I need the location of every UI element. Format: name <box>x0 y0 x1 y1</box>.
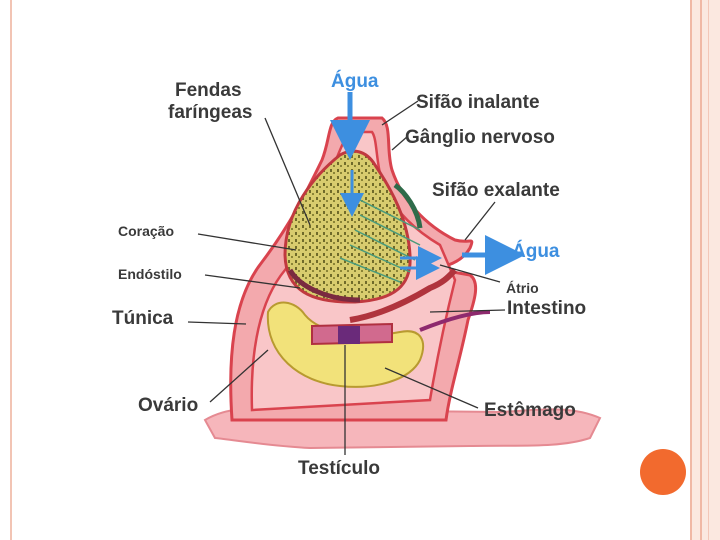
internal-water-arrows <box>340 170 442 280</box>
stomach <box>266 301 425 388</box>
ganglion <box>393 182 423 229</box>
slide-right-border <box>690 0 720 540</box>
estomago-label: Estômago <box>484 400 576 421</box>
agua-top-label: Água <box>331 70 379 92</box>
agua-right-label: Água <box>512 240 560 262</box>
fendas-label-line1: Fendas <box>175 80 242 101</box>
tunica-label: Túnica <box>112 308 174 329</box>
testiculo-label: Testículo <box>298 458 380 479</box>
atrio-label: Átrio <box>506 280 539 296</box>
endostilo-label: Endóstilo <box>118 266 182 282</box>
coracao-label: Coração <box>118 223 174 239</box>
sifao-exalante-label: Sifão exalante <box>432 180 560 201</box>
orange-circle-decoration <box>640 449 686 495</box>
fendas-label-line2: faríngeas <box>168 102 252 123</box>
slide-left-border <box>0 0 12 540</box>
pharynx <box>283 149 412 304</box>
ganglio-nervoso-label: Gânglio nervoso <box>405 127 555 148</box>
ovario-label: Ovário <box>138 395 198 416</box>
endostyle <box>287 268 361 303</box>
leader-lines <box>187 100 506 455</box>
intestine <box>349 267 458 323</box>
intestino-label: Intestino <box>507 298 586 319</box>
sifao-inalante-label: Sifão inalante <box>416 92 540 113</box>
